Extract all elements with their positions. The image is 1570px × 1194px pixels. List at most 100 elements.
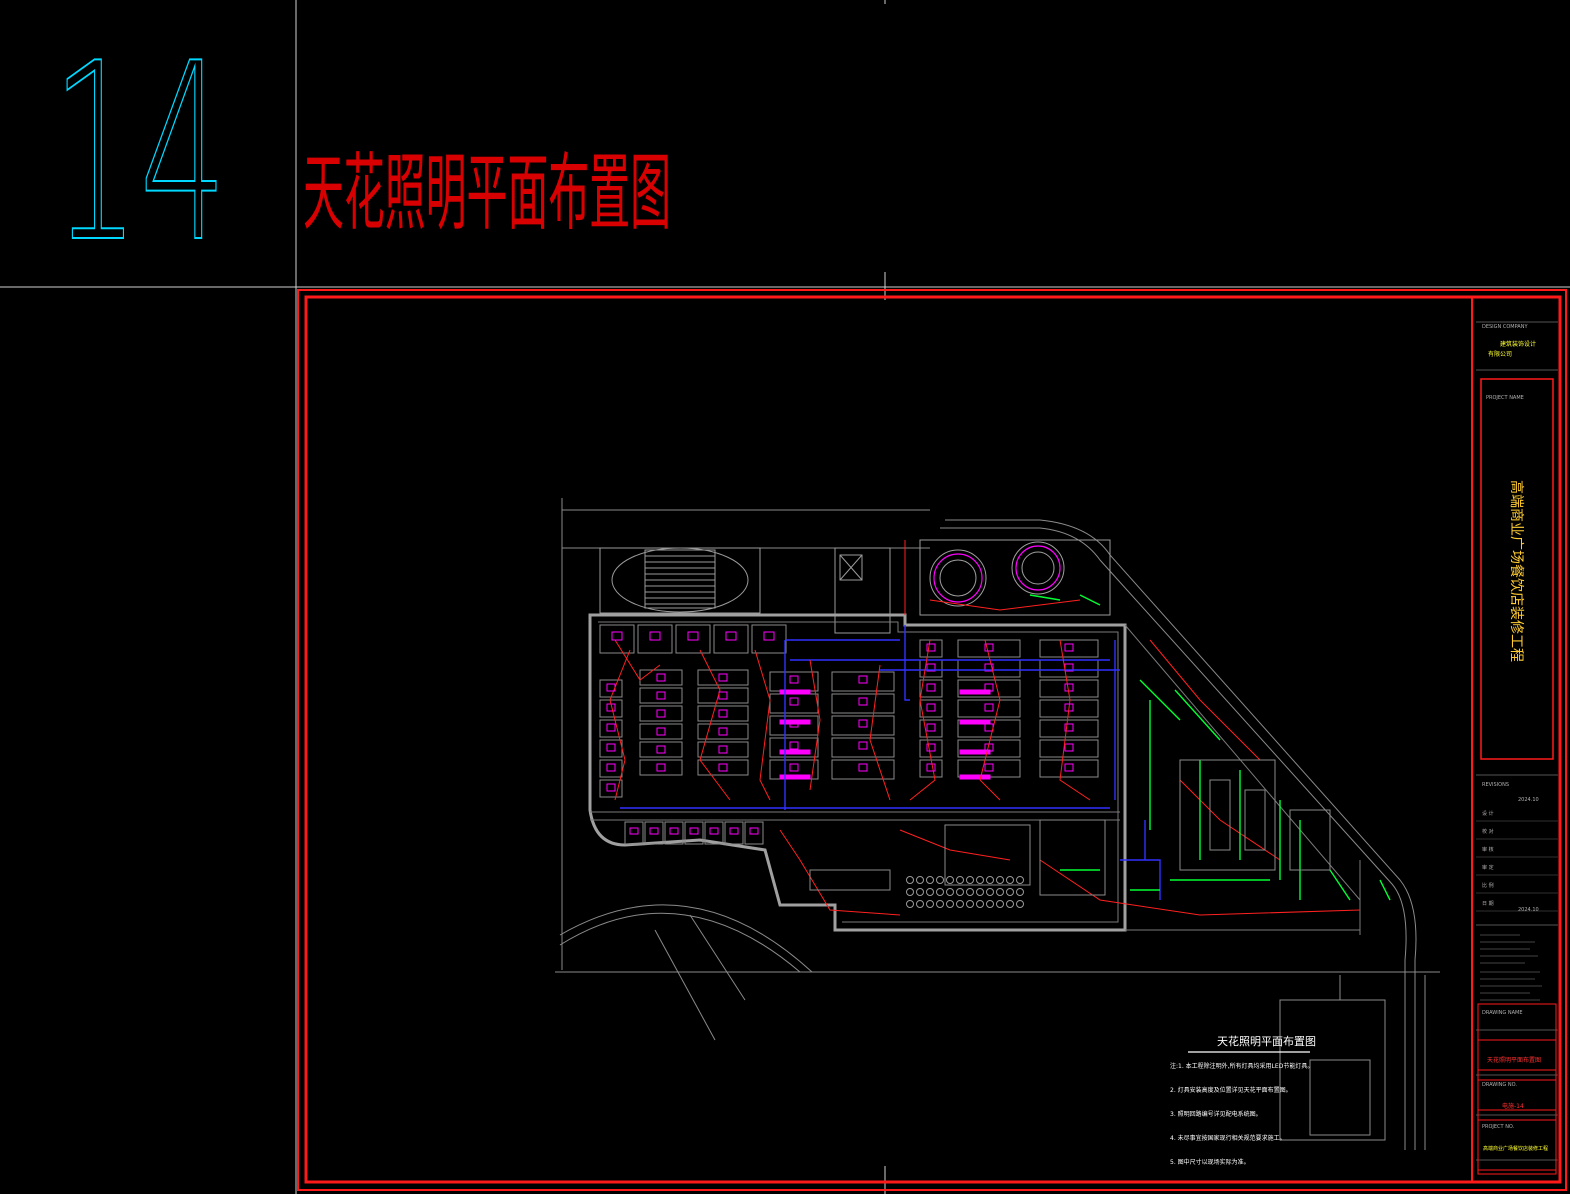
booth-seat [639,741,683,758]
booth-seat [599,739,623,758]
company-line1: 建筑装饰设计 [1500,340,1536,348]
booth-seat [769,737,819,758]
small-room [704,821,724,845]
downlight-fixture [926,663,936,672]
booth-seat [957,699,1021,718]
drawing-no-label: DRAWING NO. [1482,1082,1517,1088]
bar-stool [986,876,994,884]
private-room [637,624,673,654]
booth-seat [639,705,683,722]
downlight-fixture [687,631,699,641]
downlight-fixture [984,643,994,652]
bar-stool [956,888,964,896]
booth-seat [919,679,943,698]
drawing-name: 天花照明平面布置图 [1487,1056,1541,1064]
title-block-row-label: 审 核 [1482,846,1494,853]
company-en: DESIGN COMPANY [1482,324,1528,330]
small-room [744,821,764,845]
sheet-number: 14 [52,11,227,296]
downlight-fixture [718,763,728,772]
booth-seat [957,659,1021,678]
bar-stool [926,876,934,884]
date-value-2: 2024.10 [1518,907,1539,913]
small-room [684,821,704,845]
private-room [713,624,749,654]
bar-stool [1016,876,1024,884]
linear-light-fixture [779,749,811,755]
downlight-fixture [926,763,936,772]
downlight-fixture [926,643,936,652]
booth-seat [599,699,623,718]
bar-stool [946,876,954,884]
drawing-frame [297,289,1567,1191]
downlight-fixture [858,675,868,684]
plan-caption-title: 天花照明平面布置图 [1217,1035,1316,1048]
linear-light-fixture [779,719,811,725]
linear-light-fixture [779,774,811,780]
kitchen-equipment [1029,594,1391,901]
downlight-fixture [656,691,666,700]
booth-seat [831,693,895,714]
downlight-fixture [926,683,936,692]
downlight-fixture [858,741,868,750]
booth-seat [599,779,623,798]
bar-stool [936,888,944,896]
booth-seat [957,759,1021,778]
private-room [751,624,787,654]
bar-stool [1006,900,1014,908]
downlight-fixture [926,703,936,712]
plan-caption: 天花照明平面布置图 注:1. 本工程除注明外,所有灯具均采用LED节能灯具。2.… [1170,1035,1316,1166]
downlight-fixture [1064,643,1074,652]
booth-seat [919,659,943,678]
bar-stool [996,876,1004,884]
project-no: 高端商业广场餐饮店装修工程 [1483,1145,1548,1152]
downlight-fixture [725,631,737,641]
plan-note: 3. 照明回路编号详见配电系统图。 [1170,1110,1262,1118]
bar-stool [966,888,974,896]
booth-seat [919,759,943,778]
booth-seat [1039,639,1099,658]
booth-seat [919,739,943,758]
booth-seat [769,671,819,692]
downlight-fixture [709,827,719,835]
downlight-fixture [984,763,994,772]
downlight-fixture [749,827,759,835]
booth-seat [957,679,1021,698]
downlight-fixture [718,745,728,754]
bar-stool [1016,888,1024,896]
title-block-row-label: 审 定 [1482,864,1494,871]
downlight-fixture [656,727,666,736]
plan-note: 5. 图中尺寸以现场实际为准。 [1170,1158,1250,1166]
bar-stool [996,888,1004,896]
linear-light-fixture [959,719,991,725]
downlight-fixture [984,703,994,712]
booth-seat [1039,699,1099,718]
booth-seat [639,669,683,686]
downlight-fixture [1064,723,1074,732]
linear-light-fixture [779,689,811,695]
blue-circuits [620,625,1161,900]
downlight-fixture [656,763,666,772]
project-name-vertical: 高端商业广场餐饮店装修工程 [1508,480,1525,662]
bar-stool [926,900,934,908]
downlight-fixture [669,827,679,835]
downlight-fixture [984,663,994,672]
title-block-row-label: 日 期 [1482,901,1494,907]
downlight-fixture [656,709,666,718]
project-no-label: PROJECT NO. [1482,1124,1515,1130]
downlight-fixture [858,719,868,728]
bar-stool [1006,888,1014,896]
plan-note: 注:1. 本工程除注明外,所有灯具均采用LED节能灯具。 [1170,1062,1313,1070]
bar-stool [936,900,944,908]
bar-stool [906,900,914,908]
stair-treads [645,555,715,605]
revision-date: 2024.10 [1518,797,1539,803]
booth-seat [1039,759,1099,778]
booth-seat [831,715,895,736]
drawing-name-label: DRAWING NAME [1482,1010,1523,1016]
downlight-fixture [649,827,659,835]
booth-seat [769,715,819,736]
downlight-fixture [606,743,616,752]
booth-seat [919,699,943,718]
